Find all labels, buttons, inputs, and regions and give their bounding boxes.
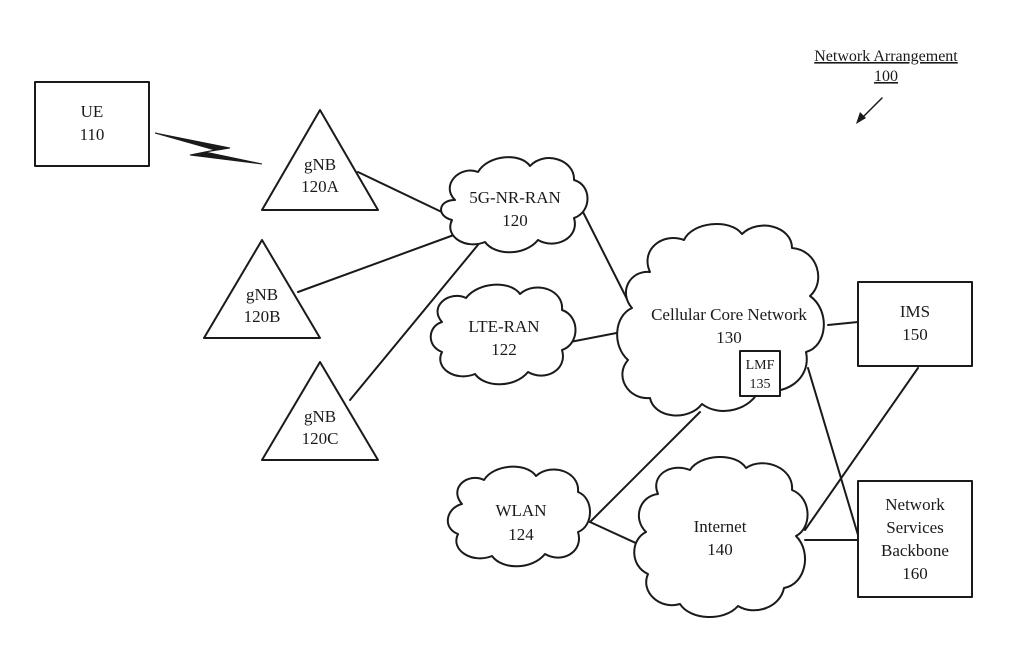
- lmf-name: LMF: [746, 358, 775, 373]
- gnb-120a-node: gNB 120A: [261, 109, 379, 211]
- nr-ran-cloud: [440, 156, 589, 254]
- internet-node: Internet 140: [633, 455, 809, 619]
- core-network-node: Cellular Core Network 130: [616, 222, 825, 417]
- figure-title: Network Arrangement 100: [814, 48, 958, 124]
- backbone-ref: 160: [902, 564, 928, 583]
- gnb-120b-node: gNB 120B: [203, 239, 321, 339]
- link-gnb-c-to-nr-ran: [349, 239, 483, 401]
- lte-ran-node: LTE-RAN 122: [429, 283, 577, 386]
- link-nr-ran-to-core: [581, 209, 631, 306]
- gnb-120b-name: gNB: [246, 285, 278, 304]
- ue-node: UE 110: [34, 81, 150, 167]
- lte-ran-ref: 122: [491, 340, 517, 359]
- core-network-ref: 130: [716, 328, 742, 347]
- lte-ran-cloud: [429, 283, 577, 386]
- core-network-name: Cellular Core Network: [651, 305, 807, 324]
- wlan-cloud: [447, 465, 591, 568]
- gnb-120a-ref: 120A: [301, 177, 340, 196]
- figure-title-arrow: [861, 97, 883, 119]
- ims-box: [857, 281, 973, 367]
- ue-name: UE: [81, 102, 104, 121]
- gnb-120b-ref: 120B: [244, 307, 281, 326]
- gnb-120c-ref: 120C: [302, 429, 339, 448]
- link-core-to-backbone: [807, 367, 859, 536]
- internet-cloud: [633, 455, 809, 619]
- backbone-line2: Services: [886, 518, 944, 537]
- internet-name: Internet: [694, 517, 747, 536]
- lte-ran-name: LTE-RAN: [468, 317, 539, 336]
- wlan-node: WLAN 124: [447, 465, 591, 568]
- ue-box: [34, 81, 150, 167]
- ims-ref: 150: [902, 325, 928, 344]
- gnb-120c-triangle: [261, 361, 379, 461]
- internet-ref: 140: [707, 540, 733, 559]
- link-core-to-ims: [827, 321, 859, 326]
- ue-ref: 110: [80, 125, 105, 144]
- link-gnb-a-to-nr-ran: [357, 171, 449, 216]
- gnb-120c-node: gNB 120C: [261, 361, 379, 461]
- link-internet-to-ims: [804, 367, 919, 531]
- ims-name: IMS: [900, 302, 930, 321]
- lmf-ref: 135: [750, 377, 771, 392]
- backbone-line3: Backbone: [881, 541, 949, 560]
- figure-title-name: Network Arrangement: [814, 48, 958, 65]
- ims-node: IMS 150: [857, 281, 973, 367]
- connections: [297, 171, 919, 546]
- gnb-120a-triangle: [261, 109, 379, 211]
- figure-title-arrowhead: [856, 112, 866, 124]
- link-core-to-wlan: [589, 411, 701, 523]
- gnb-120a-name: gNB: [304, 155, 336, 174]
- gnb-120c-name: gNB: [304, 407, 336, 426]
- nr-ran-ref: 120: [502, 211, 528, 230]
- lmf-node: LMF 135: [739, 350, 781, 397]
- backbone-line1: Network: [885, 495, 945, 514]
- link-gnb-b-to-nr-ran: [297, 231, 463, 293]
- backbone-node: Network Services Backbone 160: [857, 480, 973, 598]
- wireless-link-icon: [154, 132, 263, 165]
- lmf-box: [739, 350, 781, 397]
- nr-ran-name: 5G-NR-RAN: [469, 188, 561, 207]
- link-wlan-to-internet: [589, 521, 641, 546]
- wlan-ref: 124: [508, 525, 534, 544]
- figure-title-ref: 100: [874, 68, 898, 85]
- backbone-box: [857, 480, 973, 598]
- nr-ran-node: 5G-NR-RAN 120: [440, 156, 589, 254]
- wlan-name: WLAN: [496, 501, 547, 520]
- gnb-120b-triangle: [203, 239, 321, 339]
